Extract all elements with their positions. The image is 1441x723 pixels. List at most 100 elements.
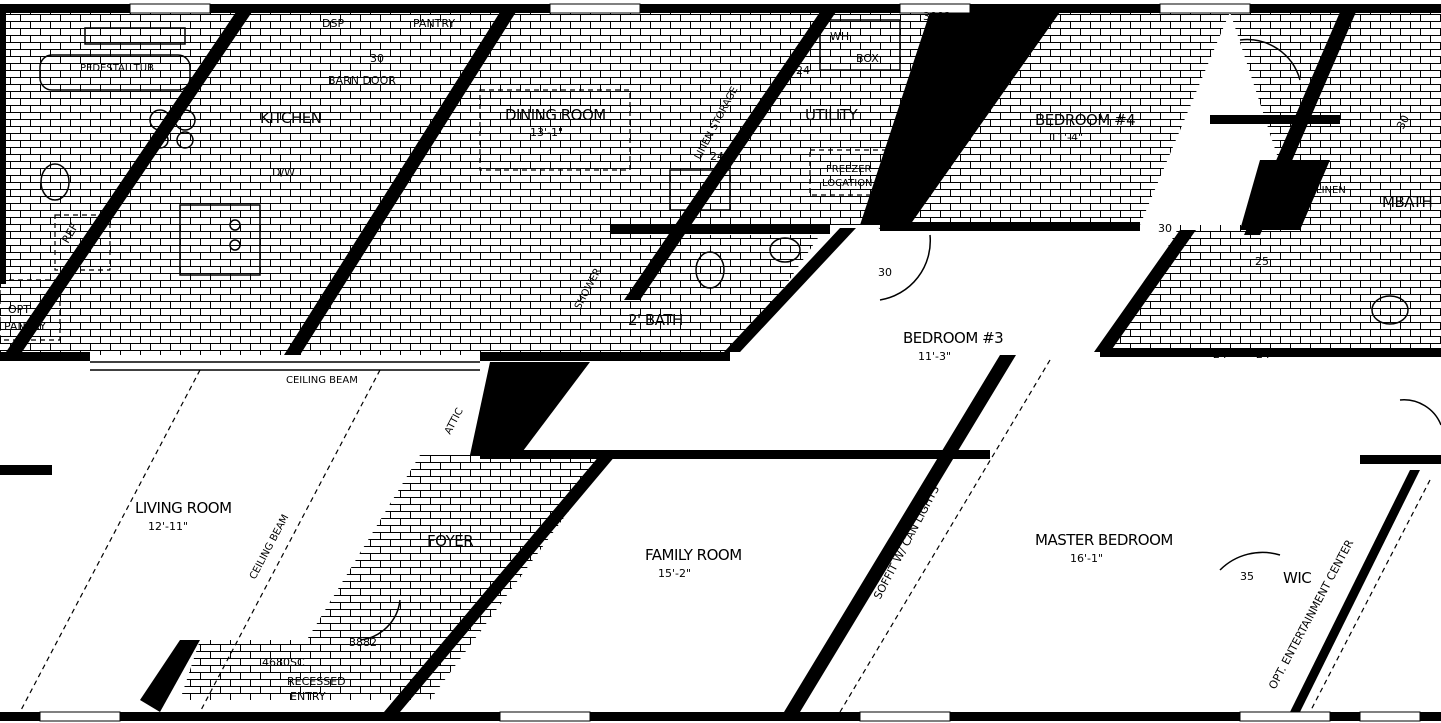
note-dw: D/W	[272, 166, 295, 179]
range	[179, 204, 261, 276]
label-bedroom4: BEDROOM #4	[1035, 111, 1135, 129]
note-dsp: DSP	[322, 17, 344, 30]
kitchen-sink	[149, 109, 196, 149]
note-attic: ATTIC	[443, 406, 466, 436]
utility-wh	[819, 19, 901, 71]
window-bottom-1	[39, 711, 121, 722]
label-bedroom3: BEDROOM #3	[903, 329, 1003, 347]
tiled-floor-bath	[540, 235, 820, 352]
door-swing-foyer	[359, 599, 401, 641]
wall-closet-diag	[470, 362, 590, 455]
label-master-dim: 16'-1"	[1070, 552, 1103, 565]
wall-utility-right	[860, 12, 1060, 225]
wall-bath-top	[610, 225, 830, 234]
wall-center-right	[1100, 348, 1441, 357]
note-ceiling-beam: CEILING BEAM	[286, 375, 358, 386]
note-ceiling-beam-diag: CEILING BEAM	[248, 513, 291, 582]
wall-entry-left	[140, 640, 200, 712]
note-barn-door: BARN DOOR	[328, 74, 396, 87]
note-linen: LINEN	[1316, 185, 1346, 196]
note-freezer-1: FREEZER	[826, 164, 872, 175]
wall-foyer-top	[480, 450, 990, 459]
label-family-dim: 15'-2"	[658, 567, 691, 580]
ceiling-beam-diag-2	[199, 369, 381, 713]
wall-bed3-right	[1094, 230, 1196, 352]
door-swing-wic	[1219, 551, 1281, 571]
note-recessed-1: RECESSED	[287, 675, 346, 688]
tiled-floor-utility	[640, 60, 900, 225]
note-freezer-2: LOCATION	[822, 178, 873, 189]
dim-3882-bottom: 3882	[349, 636, 377, 649]
tiled-floor-mbath	[1110, 12, 1441, 350]
wall-bath-right	[724, 228, 856, 352]
dim-30-a: 30	[370, 52, 384, 65]
note-opt-pantry-1: OPT	[8, 303, 30, 316]
ceiling-beam-diag-1	[19, 369, 201, 713]
note-recessed-2: ENTRY	[290, 690, 326, 703]
dim-24-a: 24	[796, 64, 810, 77]
door-swing-bed3	[879, 234, 932, 301]
label-living-dim: 12'-11"	[148, 520, 188, 533]
dim-24-b: 24	[710, 150, 724, 163]
dim-30-c: 30	[878, 266, 892, 279]
label-bedroom3-dim: 11'-3"	[918, 350, 951, 363]
fridge	[54, 214, 111, 271]
soffit-line	[839, 359, 1051, 713]
note-opt-pantry-2: PANTRY	[4, 320, 46, 333]
label-wic: WIC	[1283, 569, 1311, 587]
wall-center-left	[0, 352, 90, 361]
dim-4680: 4680SC	[262, 656, 305, 669]
toilet-left	[40, 163, 70, 201]
note-pedestal-tub: PEDESTAL TUB	[80, 63, 154, 74]
pedestal-tub	[39, 27, 191, 91]
dim-35: 35	[1240, 570, 1254, 583]
wall-mbath-mid	[1210, 115, 1340, 124]
label-master: MASTER BEDROOM	[1035, 531, 1173, 549]
door-swing-bed4	[1239, 38, 1301, 81]
note-elec-box: BOX	[856, 52, 879, 65]
label-dining: DINING ROOM	[505, 106, 606, 124]
label-dining-dim: 13'-1"	[530, 126, 563, 139]
dim-30-e: 30	[1394, 113, 1412, 131]
pantry-box	[0, 279, 61, 341]
wall-bottom	[0, 712, 1441, 721]
label-kitchen: KITCHEN	[260, 109, 322, 127]
wall-foyer-diag	[384, 455, 616, 712]
wall-wic-diag	[1290, 470, 1420, 712]
dining-table	[479, 89, 631, 171]
window-top-2	[549, 3, 641, 14]
freezer-box	[809, 149, 891, 196]
label-bedroom4-dim: 11'-4"	[1050, 131, 1083, 144]
wall-center-mid	[480, 352, 730, 361]
window-bottom-5	[1359, 711, 1421, 722]
window-top-4	[1159, 3, 1251, 14]
toilet-bath	[695, 237, 801, 289]
wall-mbath-closet	[1240, 160, 1330, 230]
dim-30-b: 30	[878, 219, 892, 232]
wall-top	[0, 4, 1441, 13]
tiled-floor-foyer	[270, 455, 610, 700]
linen-shelf	[669, 169, 731, 211]
dim-30-d: 30	[1158, 222, 1172, 235]
wall-master-closet	[1360, 455, 1441, 464]
window-bottom-4	[1239, 711, 1331, 722]
note-wh: WH	[830, 30, 849, 43]
window-top-1	[129, 3, 211, 14]
window-bottom-3	[859, 711, 951, 722]
label-bath: 2' BATH	[628, 311, 683, 329]
wall-living-diag-1	[0, 465, 52, 475]
dim-24-c: 24	[1213, 348, 1227, 361]
wall-bed4-bottom	[880, 222, 1140, 231]
dim-3882-top: 3882	[923, 10, 951, 23]
toilet-mbath	[1371, 295, 1409, 325]
dim-24-d: 24	[1256, 348, 1270, 361]
window-top-3	[899, 3, 971, 14]
label-mbath: MBATH	[1382, 193, 1432, 211]
wall-dining-diag	[284, 12, 516, 355]
note-pantry-top: PANTRY	[413, 17, 455, 30]
wall-family-right	[784, 355, 1016, 712]
tiled-floor-entry	[180, 640, 400, 700]
note-soffit: SOFFIT W/ CAN LIGHTS	[871, 483, 942, 601]
label-living: LIVING ROOM	[135, 499, 232, 517]
